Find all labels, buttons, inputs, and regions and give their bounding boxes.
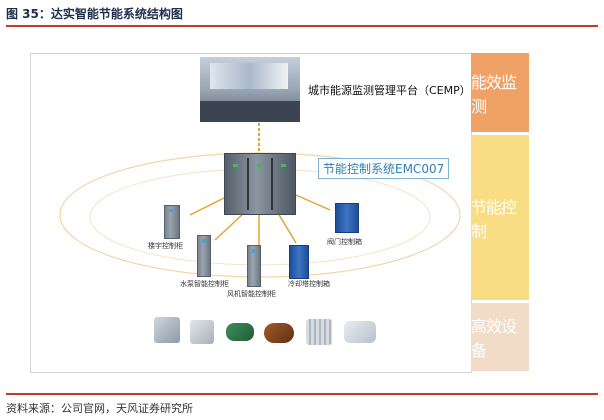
cooling-tower-control-box xyxy=(289,245,309,279)
source-divider xyxy=(6,393,598,395)
emc-server-rack xyxy=(224,153,296,215)
centrifugal-chiller-icon xyxy=(344,321,376,343)
platform-label: 城市能源监测管理平台（CEMP） xyxy=(308,84,471,97)
figure-source: 资料来源：公司官网，天风证券研究所 xyxy=(6,402,193,415)
control-room-photo xyxy=(200,57,300,122)
cooling-tower-icon xyxy=(306,319,332,345)
fan-control-cabinet xyxy=(247,245,261,287)
cabinet-label-fan: 风机智能控制柜 xyxy=(227,290,276,298)
cabinet-label-building: 楼宇控制柜 xyxy=(148,242,183,250)
layer-label-control: 节能控制 xyxy=(471,197,517,241)
cabinet-label-pump: 水泵智能控制柜 xyxy=(180,280,229,288)
link-arrow-cooling xyxy=(277,212,297,244)
layer-band-monitoring: 能效监测 xyxy=(471,53,529,132)
chiller-unit-icon xyxy=(154,317,180,343)
valve-control-box xyxy=(335,203,359,233)
boiler-icon xyxy=(264,323,294,343)
cabinet-label-valve: 阀门控制箱 xyxy=(327,238,362,246)
cabinet-label-cooling: 冷却塔控制箱 xyxy=(288,280,330,288)
layer-label-monitoring: 能效监测 xyxy=(471,72,517,116)
link-arrow-building xyxy=(189,194,231,216)
air-handler-unit-icon xyxy=(190,320,214,344)
layer-band-equipment: 高效设备 xyxy=(471,303,529,371)
link-arrow-valve xyxy=(295,194,331,211)
pump-control-cabinet xyxy=(197,235,211,277)
controller-label: 节能控制系统EMC007 xyxy=(318,158,450,179)
layer-band-control: 节能控制 xyxy=(471,135,529,300)
building-control-cabinet xyxy=(164,205,180,239)
title-divider xyxy=(6,25,598,27)
water-pump-icon xyxy=(226,323,254,341)
layer-label-equipment: 高效设备 xyxy=(471,317,517,360)
diagram: 能效监测 节能控制 高效设备 城市能源监测管理平台（CEMP） 节能控制系统EM… xyxy=(30,45,530,375)
link-arrow-pump xyxy=(214,212,245,241)
figure-title: 图 35：达实智能节能系统结构图 xyxy=(6,7,183,21)
